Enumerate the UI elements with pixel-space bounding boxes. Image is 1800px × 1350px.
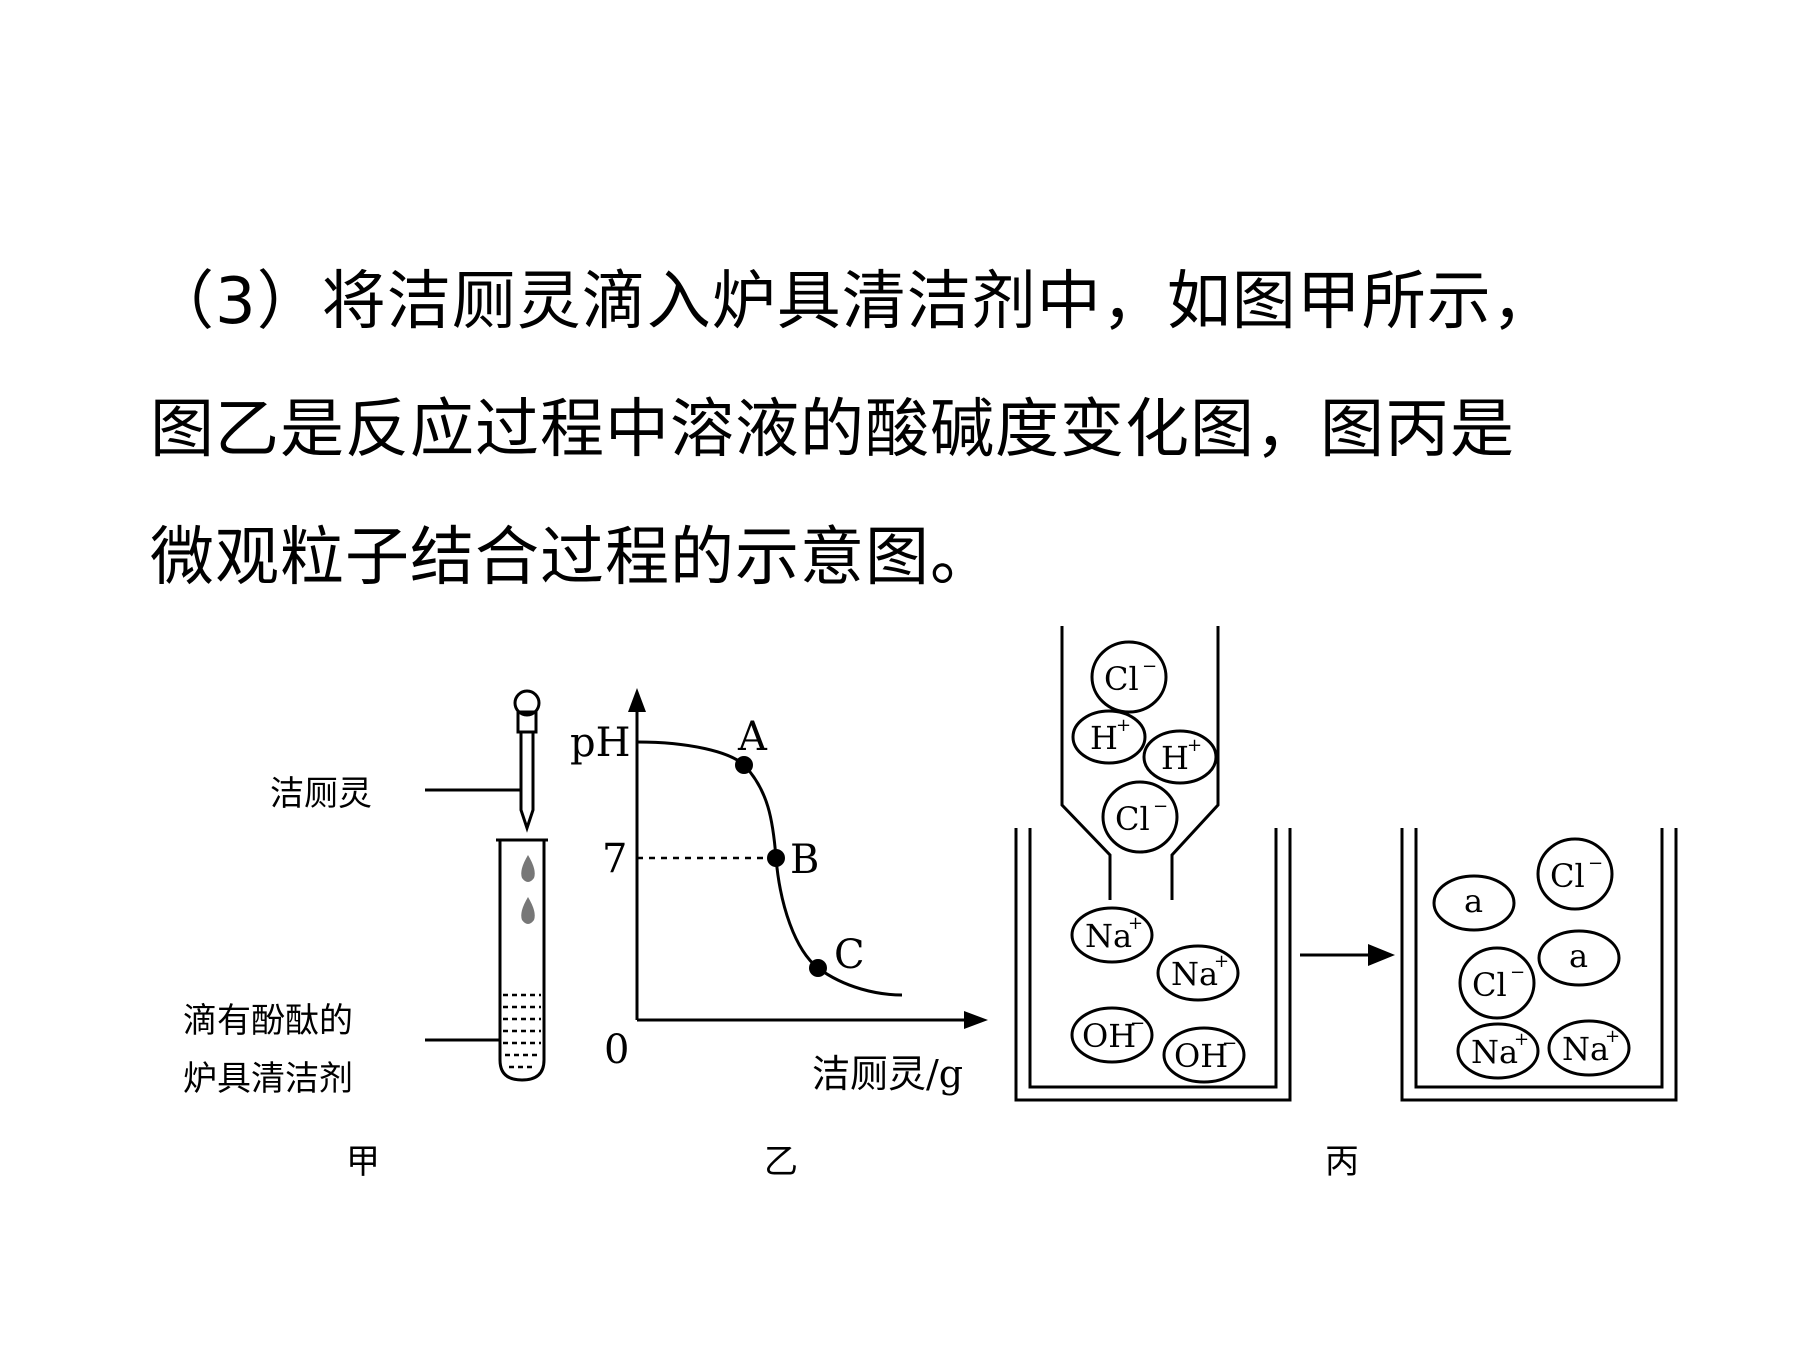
caption-jia: 甲 (346, 1142, 380, 1182)
svg-text:OH: OH (1174, 1037, 1228, 1075)
svg-text:−: − (1153, 796, 1168, 817)
svg-text:+: + (1128, 913, 1143, 934)
svg-text:+: + (1214, 951, 1229, 972)
particle-h-1: H + (1071, 709, 1147, 765)
figure-yi: pH 7 0 洁厕灵/g A B C 乙 (570, 688, 988, 1182)
svg-text:Cl: Cl (1104, 660, 1139, 698)
particle-cl-4: Cl − (1458, 946, 1536, 1020)
particle-oh-1: OH − (1070, 1006, 1154, 1064)
svg-text:−: − (1588, 853, 1603, 874)
particle-na-4: Na + (1547, 1019, 1631, 1077)
origin-label: 0 (604, 1027, 629, 1073)
falling-drop-1 (521, 855, 535, 882)
dropper-collar (516, 710, 538, 734)
svg-text:Na: Na (1471, 1033, 1518, 1071)
reaction-arrow-head (1368, 944, 1395, 966)
caption-yi: 乙 (764, 1142, 798, 1182)
svg-text:Na: Na (1171, 955, 1218, 993)
svg-text:Cl: Cl (1550, 857, 1585, 895)
tube-liquid (503, 993, 541, 1069)
caption-bing: 丙 (1325, 1142, 1359, 1182)
figure-bing: Cl − H + H + Cl − Na + Na + (1014, 626, 1678, 1182)
svg-text:+: + (1116, 715, 1131, 736)
question-line-3: 微观粒子结合过程的示意图。 (150, 521, 995, 595)
svg-text:−: − (1130, 1013, 1145, 1034)
point-b-marker (767, 849, 785, 867)
svg-text:−: − (1142, 656, 1157, 677)
particle-cl-1: Cl − (1090, 640, 1168, 714)
svg-text:OH: OH (1082, 1017, 1136, 1055)
svg-text:Na: Na (1085, 917, 1132, 955)
question-line-2: 图乙是反应过程中溶液的酸碱度变化图，图丙是 (150, 393, 1515, 467)
svg-text:H: H (1161, 739, 1189, 777)
point-a-label: A (737, 714, 768, 760)
funnel-right-wall (1170, 626, 1220, 900)
question-text: （3）将洁厕灵滴入炉具清洁剂中，如图甲所示， 图乙是反应过程中溶液的酸碱度变化图… (150, 238, 1710, 622)
svg-text:Cl: Cl (1472, 966, 1507, 1004)
svg-text:−: − (1510, 962, 1525, 983)
point-c-label: C (834, 932, 865, 978)
figure-jia: 洁厕灵 滴有酚酞的 炉具清洁剂 甲 (183, 689, 548, 1182)
svg-text:+: + (1514, 1029, 1529, 1050)
particle-na-3: Na + (1456, 1022, 1540, 1080)
particle-oh-2: OH − (1162, 1026, 1246, 1084)
svg-text:−: − (1222, 1033, 1237, 1054)
point-b-label: B (790, 837, 819, 883)
dropper-label: 洁厕灵 (270, 774, 372, 814)
point-c-marker (809, 959, 827, 977)
tube-label-line-2: 炉具清洁剂 (183, 1059, 353, 1099)
svg-text:Na: Na (1562, 1030, 1609, 1068)
falling-drop-2 (521, 897, 535, 924)
particle-h-2: H + (1142, 729, 1218, 785)
beaker-left-outer (1014, 828, 1292, 1102)
particle-cl-2: Cl − (1101, 780, 1179, 854)
x-axis-arrow (964, 1011, 988, 1029)
beaker-right-inner (1414, 828, 1664, 1089)
beaker-left-inner (1028, 828, 1278, 1089)
particle-cl-3: Cl − (1536, 837, 1614, 911)
svg-text:+: + (1187, 735, 1202, 756)
dropper-bulb (513, 689, 541, 717)
particle-na-1: Na + (1070, 906, 1154, 964)
test-tube (498, 840, 546, 1082)
svg-text:+: + (1605, 1026, 1620, 1047)
ph7-tick-label: 7 (602, 836, 627, 882)
dropper-tube (519, 732, 535, 833)
beaker-right-outer (1400, 828, 1678, 1102)
question-line-1: （3）将洁厕灵滴入炉具清洁剂中，如图甲所示， (150, 265, 1557, 339)
tube-label-line-1: 滴有酚酞的 (183, 1001, 353, 1041)
particle-a-2: a (1537, 929, 1621, 987)
y-axis-label: pH (570, 720, 631, 766)
y-axis-arrow (628, 688, 646, 712)
svg-text:a: a (1464, 882, 1483, 920)
svg-text:Cl: Cl (1115, 800, 1150, 838)
funnel-left-wall (1060, 626, 1112, 900)
x-axis-label: 洁厕灵/g (812, 1052, 963, 1096)
particle-a-1: a (1432, 874, 1516, 932)
svg-text:H: H (1090, 719, 1118, 757)
svg-text:a: a (1569, 937, 1588, 975)
particle-na-2: Na + (1156, 944, 1240, 1002)
point-a-marker (735, 756, 753, 774)
